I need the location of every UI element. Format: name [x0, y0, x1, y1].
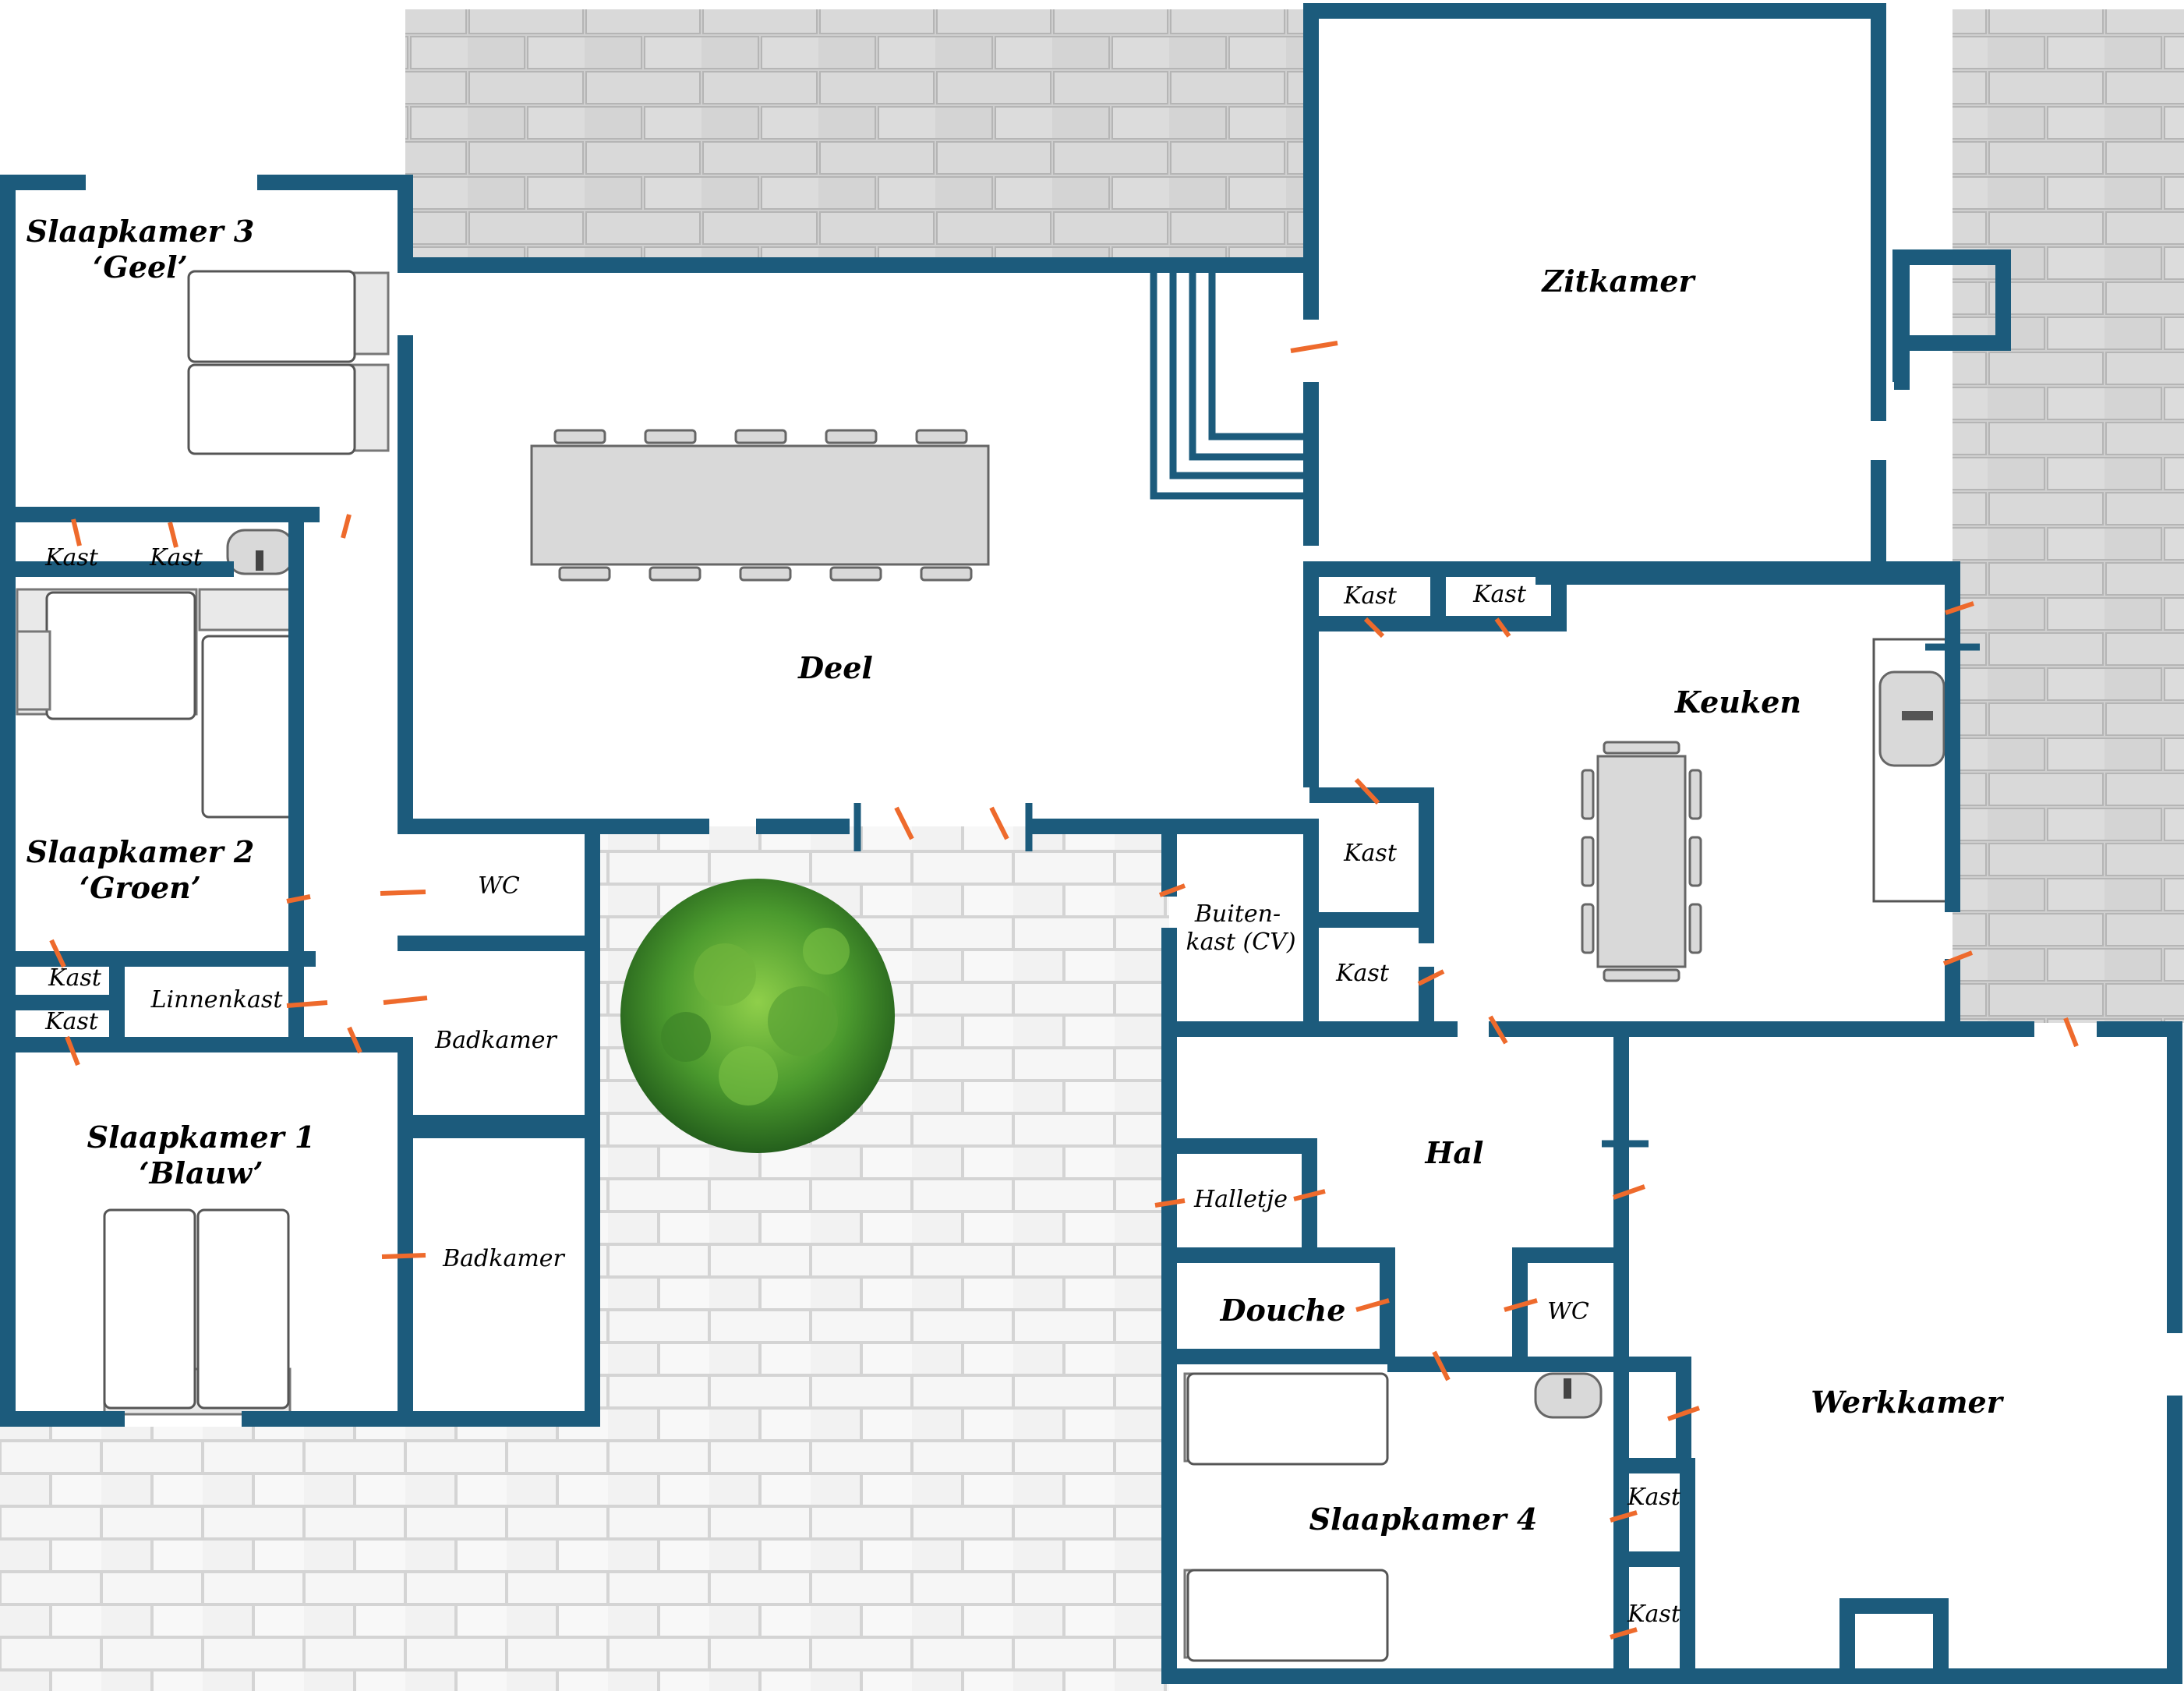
dining-table — [530, 444, 990, 566]
label-kast: Kast — [1627, 1601, 1681, 1628]
bed — [1186, 1372, 1389, 1466]
label-kast: Kast — [1343, 840, 1398, 867]
label-kast: Kast — [1627, 1484, 1681, 1511]
label-badkamer: Badkamer — [442, 1245, 565, 1272]
bed — [1186, 1569, 1389, 1662]
bed — [196, 1208, 290, 1410]
small-labels: Kast Kast Kast Kast Linnenkast WC Badkam… — [44, 544, 1681, 1628]
label-hal: Hal — [1425, 1135, 1484, 1170]
bed — [45, 591, 196, 720]
front-paving — [0, 1427, 1169, 1691]
label-slaapkamer-2-sub: ‘Groen’ — [80, 870, 201, 905]
label-slaapkamer-3: Slaapkamer 3 — [27, 214, 255, 249]
bed — [103, 1208, 196, 1410]
door-markers — [49, 341, 2079, 1640]
label-kast: Kast — [44, 1008, 99, 1035]
shrub — [620, 879, 895, 1153]
label-kast: Kast — [48, 964, 102, 992]
label-buitenkast-line2: kast (CV) — [1186, 929, 1295, 956]
walls — [0, 3, 2182, 1684]
label-halletje: Halletje — [1193, 1186, 1288, 1213]
label-kast: Kast — [149, 544, 203, 571]
bed — [187, 270, 356, 363]
terrace-top — [405, 9, 1311, 260]
label-keuken: Keuken — [1674, 685, 1801, 720]
label-kast: Kast — [1335, 960, 1390, 987]
label-kast: Kast — [44, 544, 99, 571]
label-badkamer: Badkamer — [434, 1027, 557, 1054]
label-slaapkamer-3-sub: ‘Geel’ — [93, 249, 188, 285]
bed — [187, 363, 356, 455]
terrace-right — [1953, 9, 2184, 1023]
label-buitenkast-line1: Buiten- — [1194, 900, 1281, 928]
label-deel: Deel — [797, 650, 873, 685]
label-wc: WC — [478, 872, 520, 900]
room-labels: Slaapkamer 3 ‘Geel’ Slaapkamer 2 ‘Groen’… — [27, 214, 2005, 1537]
label-linnenkast: Linnenkast — [150, 986, 284, 1014]
label-kast: Kast — [1343, 582, 1398, 610]
label-slaapkamer-2: Slaapkamer 2 — [27, 834, 255, 869]
label-kast: Kast — [1472, 581, 1527, 608]
kitchen-table — [1596, 755, 1687, 968]
label-wc: WC — [1547, 1298, 1589, 1325]
label-douche: Douche — [1220, 1293, 1346, 1328]
label-slaapkamer-1: Slaapkamer 1 — [87, 1120, 316, 1155]
label-zitkamer: Zitkamer — [1540, 264, 1696, 299]
label-slaapkamer-4: Slaapkamer 4 — [1309, 1502, 1538, 1537]
label-werkkamer: Werkkamer — [1811, 1385, 2004, 1420]
bed — [201, 635, 296, 819]
label-slaapkamer-1-sub: ‘Blauw’ — [139, 1155, 263, 1190]
furniture — [16, 270, 1953, 1662]
